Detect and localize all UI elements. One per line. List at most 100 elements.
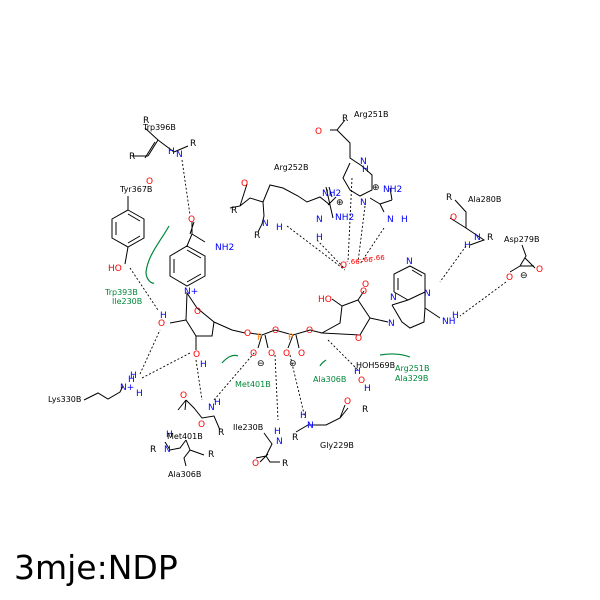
atom-o-ribose2: O bbox=[355, 334, 362, 344]
hydrophobic-label-ala306: Ala306B bbox=[313, 375, 346, 384]
atom-minus-asp279: ⊖ bbox=[520, 271, 528, 281]
atom-nh2-arg252a: NH2 bbox=[322, 189, 341, 199]
hbond-ile230 bbox=[274, 354, 279, 421]
atom-r-ile230: R bbox=[282, 459, 288, 469]
tyr367-ring bbox=[111, 209, 145, 248]
atom-o-asp279a: O bbox=[536, 265, 543, 275]
atom-r-trp396c: R bbox=[129, 152, 135, 162]
hydrophobic-arc-ala306 bbox=[319, 359, 327, 367]
hbonds bbox=[129, 159, 507, 421]
atom-r-arg252: R bbox=[231, 206, 237, 216]
residue-labels: Trp396B Tyr367B Arg251B Arg252B Ala280B … bbox=[48, 110, 539, 479]
atom-n-ala306: N bbox=[164, 445, 171, 455]
residue-label-trp396: Trp396B bbox=[142, 123, 176, 132]
atom-r-arg251: R bbox=[342, 114, 348, 124]
atom-ho-ribose2: HO bbox=[318, 295, 332, 305]
atom-r-ala280: R bbox=[446, 193, 452, 203]
atom-nplus-arg251: N bbox=[360, 198, 367, 208]
atom-o-p2a: O bbox=[283, 349, 290, 359]
atom-n-ala280: N bbox=[474, 233, 481, 243]
charge-c: -.66 bbox=[371, 254, 385, 262]
atom-o-met401b: O bbox=[198, 420, 205, 430]
atom-h-lys330c: H bbox=[130, 371, 137, 381]
adenine-ring bbox=[391, 265, 426, 329]
atom-o-p1b: O bbox=[268, 349, 275, 359]
atom-h-hoh569: H bbox=[354, 367, 361, 377]
atom-r-arg252b: R bbox=[254, 231, 260, 241]
hbond-tyr367-ribose bbox=[129, 267, 159, 311]
atom-n-gly229: N bbox=[307, 421, 314, 431]
partial-charges: O -.66 -.66 -.66 O bbox=[340, 254, 385, 290]
atom-ho-tyr367: HO bbox=[108, 264, 122, 274]
atom-o-p2b: O bbox=[298, 349, 305, 359]
atom-o-met401: O bbox=[180, 391, 187, 401]
hbond-arg252-1 bbox=[286, 225, 346, 271]
atom-o-bridge2: O bbox=[272, 326, 279, 336]
hbond-lys-ribose-2 bbox=[141, 352, 191, 379]
residue-label-ile230: Ile230B bbox=[233, 423, 263, 432]
diagram-title: 3mje:NDP bbox=[14, 548, 178, 587]
atom-n-arg252: N bbox=[262, 219, 269, 229]
charge-a: -.66 bbox=[346, 258, 360, 266]
atom-h-ala306: H bbox=[166, 430, 173, 440]
atom-n3: N bbox=[424, 289, 431, 299]
atom-r-gly229: R bbox=[362, 405, 368, 415]
atom-o-asp279b: O bbox=[506, 273, 513, 283]
atom-h2n-arg251: NH2 bbox=[383, 185, 402, 195]
atom-nh2-amide: NH2 bbox=[215, 243, 234, 253]
atom-nh-adenine: NH bbox=[442, 317, 456, 327]
residue-label-ala306-bottom: Ala306B bbox=[168, 470, 201, 479]
hydrophobic-arcs bbox=[145, 225, 411, 367]
atom-r-ala280b: R bbox=[487, 233, 493, 243]
atom-h-arg251: H bbox=[362, 165, 369, 175]
atom-o-hoh569: O bbox=[358, 376, 365, 386]
residue-label-arg251-top: Arg251B bbox=[354, 110, 388, 119]
atom-nh-arg251: N bbox=[387, 215, 394, 225]
atom-o-charge2: O bbox=[362, 280, 369, 290]
atom-o-ribose2b: O bbox=[360, 287, 367, 297]
hydrophobic-labels: Trp393B Ile230B Met401B Ala306B Arg251B … bbox=[104, 288, 429, 389]
residue-label-lys330: Lys330B bbox=[48, 395, 81, 404]
hydrophobic-arc-arg251 bbox=[379, 353, 411, 358]
atom-h-arg252: H bbox=[276, 223, 283, 233]
atom-r-ala306: R bbox=[150, 445, 156, 455]
pyrophosphate bbox=[249, 329, 323, 336]
hbond-asp279 bbox=[459, 281, 507, 317]
charge-b: -.66 bbox=[359, 256, 373, 264]
atom-r-met401: R bbox=[218, 428, 224, 438]
atom-labels: R N H R R O HO N+ O NH2 O O H O H O P O … bbox=[108, 114, 543, 469]
nicotinamide-ring bbox=[169, 245, 206, 287]
hbond-arg251-2 bbox=[357, 205, 366, 263]
atom-n-trp396: N bbox=[176, 150, 183, 160]
atom-o-bridge1: O bbox=[244, 329, 251, 339]
residue-label-asp279: Asp279B bbox=[504, 235, 539, 244]
residue-label-tyr367: Tyr367B bbox=[119, 185, 152, 194]
hbond-hoh569 bbox=[327, 339, 359, 371]
atom-h-arg252b: H bbox=[316, 233, 323, 243]
residue-label-ala280: Ala280B bbox=[468, 195, 501, 204]
hbond-arg252-2 bbox=[316, 239, 345, 269]
atom-plus-arg251: ⊕ bbox=[372, 183, 380, 193]
atom-p1: P bbox=[257, 333, 263, 343]
atom-o-ribose1: O bbox=[194, 307, 201, 317]
atom-o-arg251: O bbox=[315, 127, 322, 137]
atom-n1: N bbox=[406, 257, 413, 267]
atom-o-charge1: O bbox=[340, 261, 347, 271]
hydrophobic-label-ile230: Ile230B bbox=[112, 297, 142, 306]
atom-h-ribose1-2: H bbox=[160, 311, 167, 321]
atom-r-trp396: R bbox=[143, 116, 149, 126]
atom-nplus-lys330: N+ bbox=[120, 383, 134, 393]
atom-o-ribose1-2: O bbox=[158, 319, 165, 329]
atom-o-gly229: O bbox=[344, 397, 351, 407]
hydrophobic-label-trp393: Trp393B bbox=[104, 288, 138, 297]
atom-o-p1a: O bbox=[250, 349, 257, 359]
hbond-met401-backbone bbox=[213, 351, 256, 401]
atom-n9: N bbox=[388, 319, 395, 329]
hydrophobic-label-ala329: Ala329B bbox=[395, 374, 428, 383]
atom-p2: P bbox=[288, 333, 294, 343]
atom-h-ile230: H bbox=[274, 427, 281, 437]
atom-o-ile230: O bbox=[252, 459, 259, 469]
atom-o-ala280: O bbox=[450, 213, 457, 223]
atom-r-trp396b: R bbox=[190, 139, 196, 149]
